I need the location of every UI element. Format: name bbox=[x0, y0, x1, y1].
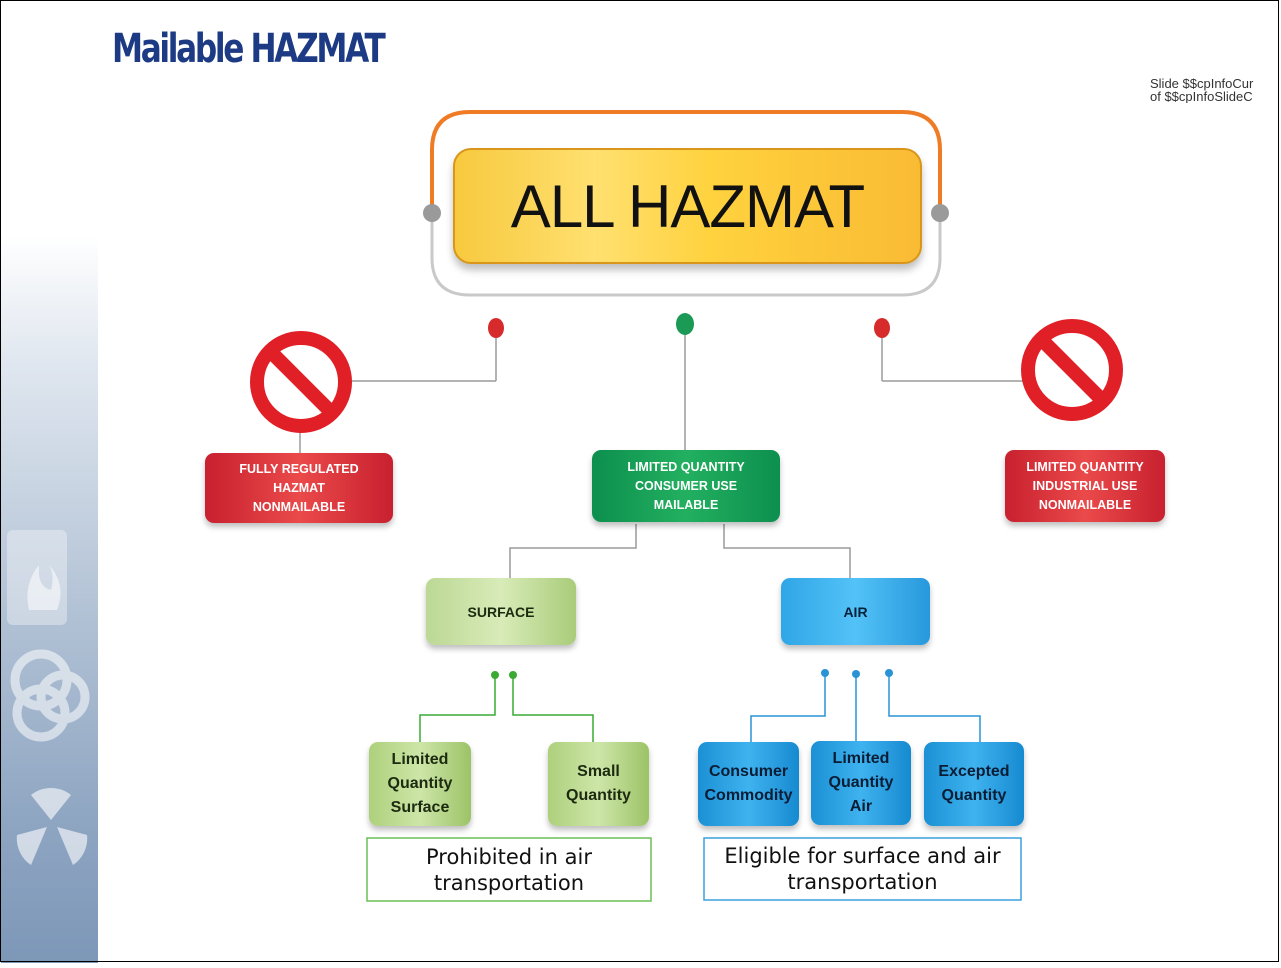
slide-info: Slide $$cpInfoCur of $$cpInfoSlideC bbox=[1150, 77, 1254, 103]
industrial-use-box: LIMITED QUANTITY INDUSTRIAL USE NONMAILA… bbox=[1005, 450, 1165, 522]
biohazard-icon bbox=[10, 649, 90, 742]
prohibited-icon bbox=[1021, 319, 1123, 421]
lq-surface-box: Limited Quantity Surface bbox=[369, 742, 471, 826]
page-title: Mailable HAZMAT bbox=[112, 26, 386, 72]
sidebar-decoration bbox=[1, 235, 98, 963]
surface-note: Prohibited in air transportation bbox=[368, 839, 650, 900]
all-hazmat-box: ALL HAZMAT bbox=[453, 148, 922, 264]
lq-air-box: Limited Quantity Air bbox=[811, 741, 911, 825]
radiation-icon bbox=[16, 787, 88, 865]
air-box: AIR bbox=[781, 578, 930, 645]
air-note: Eligible for surface and air transportat… bbox=[705, 839, 1020, 899]
fully-regulated-box: FULLY REGULATED HAZMAT NONMAILABLE bbox=[205, 453, 393, 523]
small-quantity-box: Small Quantity bbox=[548, 742, 649, 826]
consumer-commodity-box: Consumer Commodity bbox=[698, 742, 799, 826]
consumer-use-box: LIMITED QUANTITY CONSUMER USE MAILABLE bbox=[592, 450, 780, 522]
hazard-symbols-background bbox=[7, 530, 90, 865]
prohibited-icon bbox=[250, 331, 352, 433]
excepted-quantity-box: Excepted Quantity bbox=[924, 742, 1024, 826]
surface-box: SURFACE bbox=[426, 578, 576, 645]
